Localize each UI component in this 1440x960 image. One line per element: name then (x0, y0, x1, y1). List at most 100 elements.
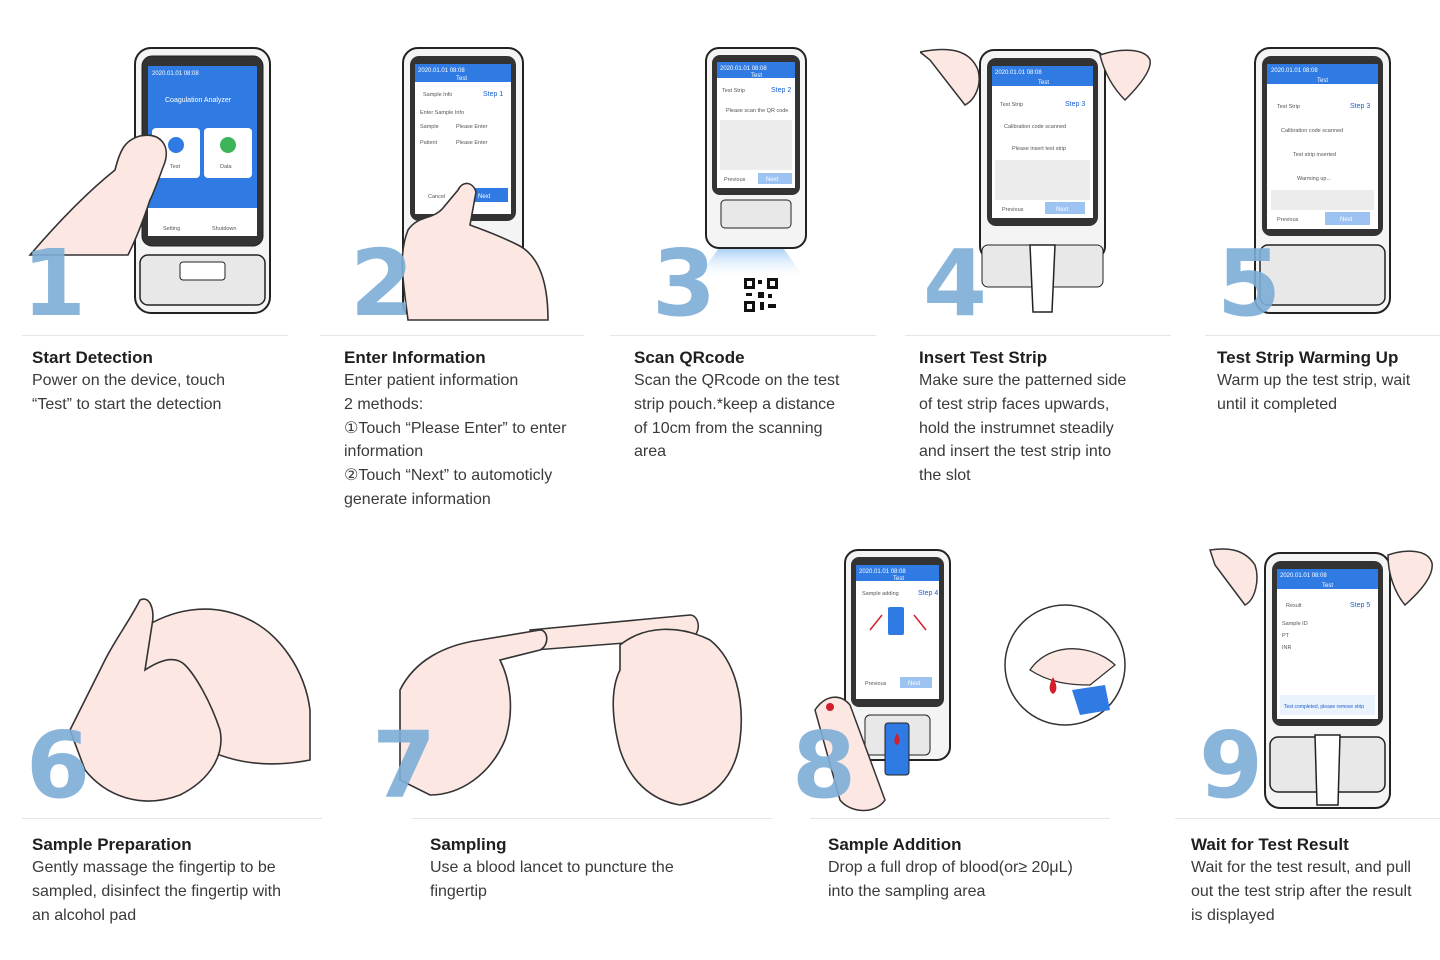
step-description: Drop a full drop of blood(or≥ 20μL) into… (828, 856, 1128, 904)
screen-step: Step 1 (483, 91, 503, 98)
screen-time: 2020.01.01 08:08 (720, 66, 767, 72)
step-number: 4 (923, 238, 987, 330)
qr-code-icon (744, 278, 778, 312)
step-6-illustration (60, 590, 320, 810)
divider (22, 818, 322, 819)
finger-right (1388, 551, 1432, 605)
test-strip (885, 723, 909, 775)
step-description: Make sure the patterned side of test str… (919, 369, 1179, 488)
step-7-illustration (390, 600, 760, 820)
step-description: Enter patient information 2 methods: ①To… (344, 369, 600, 512)
screen-row2: Calibration code scanned (1281, 128, 1343, 134)
step-title: Sample Preparation (32, 835, 192, 855)
screen-row1: Result (1286, 603, 1302, 609)
step-description: Power on the device, touch “Test” to sta… (32, 369, 292, 417)
screen-time: 2020.01.01 08:08 (859, 569, 906, 575)
step-title: Test Strip Warming Up (1217, 348, 1398, 368)
step-3: 2020.01.01 08:08 Test Test Strip Step 2 … (610, 0, 890, 480)
step-8: 2020.01.01 08:08 Test Sample adding Step… (790, 520, 1130, 940)
screen-row2: Calibration code scanned (1004, 124, 1066, 130)
screen-btn-prev: Previous (724, 177, 746, 183)
step-title: Wait for Test Result (1191, 835, 1349, 855)
finger-right (1100, 50, 1150, 100)
screen-heading: Test (1038, 80, 1049, 86)
screen-btn-next: Next (1340, 217, 1353, 223)
screen-btn-prev: Previous (1277, 217, 1299, 223)
screen-btn-next: Next (1056, 207, 1069, 213)
step-title: Sampling (430, 835, 507, 855)
step-title: Sample Addition (828, 835, 962, 855)
step-description: Wait for the test result, and pull out t… (1191, 856, 1440, 927)
finger-left (920, 49, 979, 105)
step-2: 2020.01.01 08:08 Test Sample Info Step 1… (300, 0, 600, 520)
divider (610, 335, 876, 336)
screen-row3: Test strip inserted (1293, 152, 1336, 158)
screen-heading: Test (893, 576, 904, 582)
screen-heading: Coagulation Analyzer (165, 97, 232, 104)
screen-btn-data: Data (220, 164, 233, 170)
step-title: Insert Test Strip (919, 348, 1047, 368)
zoom-circle (1005, 605, 1125, 725)
screen-row4b: Please Enter (456, 140, 488, 146)
screen-btn-next: Next (908, 681, 921, 687)
screen-step: Step 5 (1350, 602, 1370, 609)
step-description: Warm up the test strip, wait until it co… (1217, 369, 1440, 417)
step-number: 1 (22, 238, 86, 330)
screen-btn-setting: Setting (163, 226, 180, 232)
screen-r1: Sample ID (1282, 621, 1308, 627)
screen-row4a: Patient (420, 140, 438, 146)
step-9: 2020.01.01 08:08 Test Result Step 5 Samp… (1175, 520, 1440, 940)
step-title: Start Detection (32, 348, 153, 368)
screen-heading: Test (751, 73, 762, 79)
screen-step: Step 3 (1350, 103, 1370, 110)
divider (1175, 818, 1440, 819)
step-number: 3 (652, 238, 716, 330)
divider (905, 335, 1171, 336)
step-description: Use a blood lancet to puncture the finge… (430, 856, 750, 904)
screen-r3: INR (1282, 645, 1292, 651)
divider (1205, 335, 1440, 336)
step-title: Enter Information (344, 348, 486, 368)
step-number: 6 (26, 720, 90, 812)
screen-row3b: Please Enter (456, 124, 488, 130)
screen-row1: Test Strip (722, 88, 745, 94)
screen-heading: Test (1317, 78, 1328, 84)
divider (320, 335, 584, 336)
screen-btn-cancel: Cancel (428, 194, 445, 200)
divider (810, 818, 1110, 819)
step-title: Scan QRcode (634, 348, 745, 368)
step-4: 2020.01.01 08:08 Test Test Strip Step 3 … (905, 0, 1195, 500)
screen-heading: Test (1322, 583, 1333, 589)
step-description: Gently massage the fingertip to be sampl… (32, 856, 332, 927)
divider (412, 818, 772, 819)
screen-btn-prev: Previous (865, 681, 887, 687)
finger-left (1210, 549, 1257, 605)
screen-row1: Sample adding (862, 591, 899, 597)
step-description: Scan the QRcode on the test strip pouch.… (634, 369, 884, 464)
screen-r2: PT (1282, 633, 1290, 639)
screen-footer: Test completed, please remove strip (1284, 704, 1364, 710)
step-number: 5 (1217, 238, 1281, 330)
screen-row4: Warming up... (1297, 176, 1332, 182)
step-6: 6 Sample Preparation Gently massage the … (0, 520, 390, 940)
screen-btn-next: Next (478, 194, 491, 200)
screen-row2: Please scan the QR code (726, 108, 788, 114)
step-number: 9 (1199, 720, 1263, 812)
screen-row1: Test Strip (1000, 102, 1023, 108)
screen-time: 2020.01.01 08:08 (1280, 573, 1327, 579)
screen-btn-shutdown: Shutdown (212, 226, 236, 232)
test-strip (1030, 245, 1055, 312)
screen-row3: Please insert test strip (1012, 146, 1066, 152)
step-number: 7 (372, 720, 436, 812)
screen-row1: Test Strip (1277, 104, 1300, 110)
test-strip (1315, 735, 1340, 805)
screen-row1: Sample Info (423, 92, 452, 98)
screen-btn-prev: Previous (1002, 207, 1024, 213)
step-5: 2020.01.01 08:08 Test Test Strip Step 3 … (1205, 0, 1440, 480)
screen-step: Step 3 (1065, 101, 1085, 108)
screen-step: Step 2 (771, 87, 791, 94)
screen-step: Step 4 (918, 590, 938, 597)
step-8-illustration: 2020.01.01 08:08 Test Sample adding Step… (810, 545, 1130, 815)
screen-time: 2020.01.01 08:08 (152, 71, 199, 77)
screen-btn-next: Next (766, 177, 779, 183)
